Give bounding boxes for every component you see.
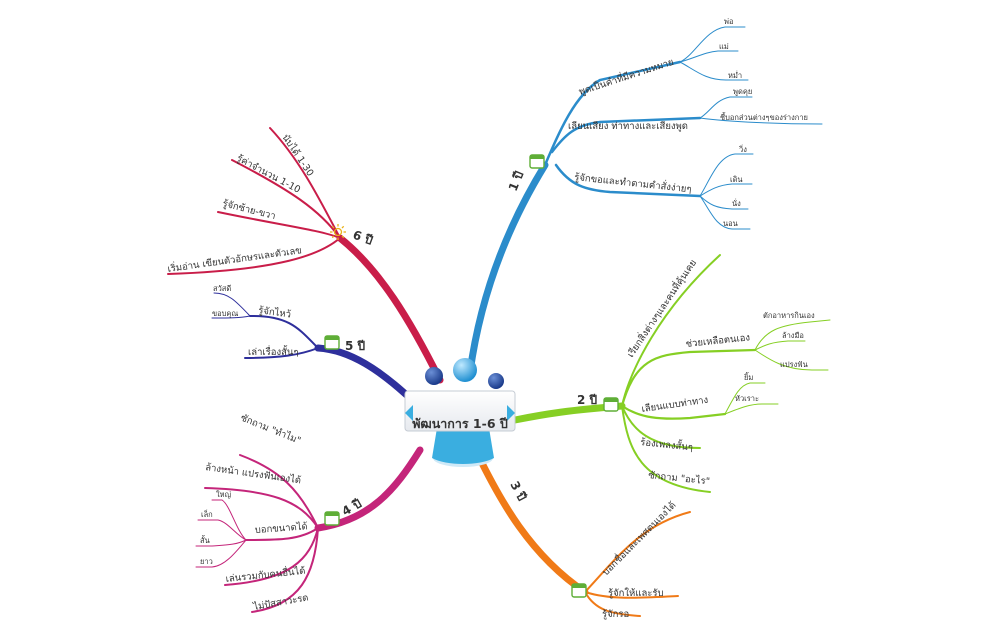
calendar-icon [324,335,340,350]
item-age1-talk: พูดคุย [733,87,752,96]
item-age4-short: สั้น [200,535,210,545]
item-age1-lie: นอน [723,219,738,228]
item-age5-wai: รู้จักไหว้ [258,304,292,320]
calendar-icon [529,154,545,169]
icon-age-2: 2 ปี [577,393,619,412]
item-age2-laugh: หัวเราะ [735,394,759,403]
item-age2-brush-teeth: แปรงฟัน [780,360,808,369]
age-label-3: 3 ปี [507,479,529,504]
center-node[interactable]: พัฒนาการ 1-6 ปี [404,358,516,467]
center-figure-middle [453,358,477,382]
icon-age-5: 5 ปี [324,335,366,353]
item-age1-imitate: เลียนเสียง ท่าทางและเสียงพูด [568,120,688,132]
age-label-5: 5 ปี [345,339,366,353]
age-label-1: 1 ปี [506,169,527,193]
item-age5-tell-story: เล่าเรื่องสั้นๆ [248,345,299,358]
sun-icon [330,224,346,240]
item-age1-papa: พ่อ [724,17,733,26]
item-age2-wash-hands: ล้างมือ [782,331,804,340]
item-age1-speak-words: พูดเป็นคำที่มีความหมาย [577,55,675,98]
main-branch-age-5 [314,344,416,404]
branch-age-5 [211,292,416,404]
calendar-icon [324,511,340,526]
item-age1-run: วิ่ง [738,144,747,154]
item-age2-eat: ตักอาหารกินเอง [763,311,815,320]
item-age2-sing: ร้องเพลงสั้นๆ [640,435,694,453]
branch-age-3 [474,451,691,617]
item-age1-walk: เดิน [730,175,743,184]
item-age1-sit: นั่ง [732,198,741,208]
item-age6-count: นับได้ 1-30 [280,132,317,179]
center-box [404,390,516,432]
age-label-2: 2 ปี [577,393,598,407]
item-age1-mama: แม่ [719,42,729,51]
calendar-icon [603,397,619,412]
item-age4-tell-size: บอกขนาดได้ [254,520,308,536]
item-age3-give-take: รู้จักให้และรับ [608,587,664,599]
branch-age-1 [466,26,823,376]
item-age4-small: เล็ก [201,509,213,519]
item-age2-imitate: เลียนแบบท่าทาง [641,394,709,415]
main-branch-age-6 [336,234,444,384]
item-age2-smile: ยิ้ม [743,372,753,382]
branch-age-4 [195,446,424,613]
item-age3-name-gender: บอกชื่อและเพศตนเองได้ [599,499,679,579]
item-age4-big: ใหญ่ [216,490,231,499]
icon-age-6: 6 ปี [330,224,375,248]
item-age5-thanks: ขอบคุณ [212,309,238,318]
age-label-6: 6 ปี [351,228,375,248]
item-age4-long: ยาว [200,557,213,566]
item-age1-follow: รู้จักขอและทำตามคำสั่งง่ายๆ [574,170,693,195]
item-age4-ask-why: ซักถาม "ทำไม" [239,412,303,447]
item-age1-point-body: ชี้บอกส่วนต่างๆของร่างกาย [720,112,808,122]
center-title: พัฒนาการ 1-6 ปี [412,416,508,431]
item-age3-wait: รู้จักรอ [602,609,629,620]
item-age5-hello: สวัสดี [213,284,231,293]
main-branch-age-1 [466,161,549,376]
item-age2-self-help: ช่วยเหลือตนเอง [685,332,750,350]
center-arrow-left [405,405,413,421]
center-figure-left [425,367,443,385]
item-age6-number-value: รู้ค่าจำนวน 1-10 [235,153,303,196]
center-figure-right [488,373,504,389]
icon-age-3: 3 ปี [507,479,587,598]
item-age2-ask-what: ซักถาม "อะไร" [648,469,711,487]
item-age4-wash-face: ล้างหน้า แปรงฟันเองได้ [205,461,302,486]
item-age4-play-together: เล่นรวมกับคนอื่นได้ [225,564,306,585]
branch-age-6 [167,127,444,384]
calendar-icon [571,583,587,598]
item-age4-no-wetting: ไม่ปัสสาวะรด [251,591,309,613]
main-branch-age-3 [474,451,589,596]
center-arrow-right [507,405,515,421]
item-age1-mam: หม่ำ [728,70,742,80]
